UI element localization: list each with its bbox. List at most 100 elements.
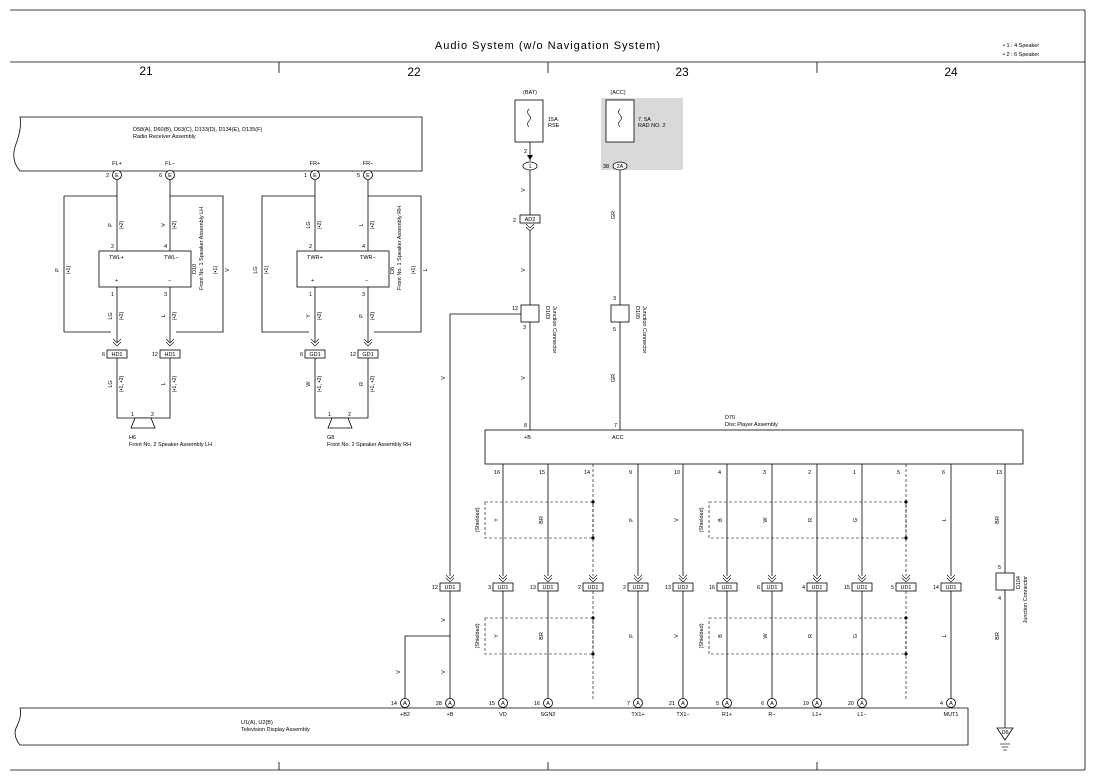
ud-chev-5 xyxy=(678,574,688,580)
spk-0-mid-right-note: (•2) xyxy=(172,312,178,321)
spk-1-mid-right-note: (•2) xyxy=(370,312,376,321)
column-24: 24 xyxy=(944,65,958,79)
tv-pin-6-letter: A xyxy=(725,701,729,707)
shield-dot-top-0 xyxy=(591,500,595,504)
spk-0-loop-left xyxy=(63,195,117,333)
ud-low-color-1: Y xyxy=(494,634,500,638)
tv-pin-label-5: TX1− xyxy=(676,712,689,718)
disc-pin-8: 8 xyxy=(524,423,527,429)
spk-1-rear-pin2: 2 xyxy=(348,412,351,418)
spk-0-rear-right xyxy=(149,402,171,419)
spk-0-loop-right-color: V xyxy=(225,268,231,272)
spk-0-low-right-note: (•1, •2) xyxy=(172,375,178,392)
speaker-d10-name: Front No. 1 Speaker Assembly LH xyxy=(199,207,205,290)
disc-up-color-8: G xyxy=(853,518,859,522)
spk-1-mid-left-note: (•2) xyxy=(317,312,323,321)
bat-color-2: V xyxy=(521,268,527,272)
junction-d103-pin12: 12 xyxy=(512,306,518,312)
wires xyxy=(63,142,1006,708)
radio-pin-label-1: FL− xyxy=(165,161,175,167)
ud-chev-11 xyxy=(946,577,956,583)
tv-pin-5 xyxy=(678,698,688,708)
ud-low-color-6: B xyxy=(718,634,724,638)
disc-pin-num-4: 10 xyxy=(674,470,680,476)
disc-pin-num-6: 3 xyxy=(763,470,766,476)
fuse-bat-name: RSE xyxy=(548,123,560,129)
ud-v-2: V xyxy=(441,670,447,674)
fuse-bat-icon xyxy=(527,108,531,128)
ud-low-color-5: V xyxy=(674,634,680,638)
fuse-acc-pin: 38 xyxy=(603,164,609,170)
tv-pin-num-10: 4 xyxy=(940,701,943,707)
ud-conn-5-label: UD2 xyxy=(677,585,688,591)
b2-branch xyxy=(404,635,450,700)
fuse-bat-supply: (BAT) xyxy=(523,90,537,96)
shield-label-2: (Shielded) xyxy=(699,507,705,532)
shield-dot-top-3 xyxy=(904,616,908,620)
fuse-bat-pin: 2 xyxy=(524,149,527,155)
disc-pin-num-11: 13 xyxy=(996,470,1002,476)
tv-name: Television Display Assembly xyxy=(241,727,310,733)
tv-pin-7 xyxy=(767,698,777,708)
shield-box-1 xyxy=(484,617,594,655)
tv-pin-8-letter: A xyxy=(815,701,819,707)
disc-pin-num-0: 16 xyxy=(494,470,500,476)
radio-pin-0-letter: E xyxy=(115,173,119,179)
speaker-d8-id: D8 xyxy=(390,267,396,274)
tv-pin-3-letter: A xyxy=(546,701,550,707)
ud-chev-8 xyxy=(812,577,822,583)
speaker-d8-minus: − xyxy=(365,278,368,284)
disc-name: Disc Player Assembly xyxy=(725,422,778,428)
tv-pin-num-9: 20 xyxy=(848,701,854,707)
spk-0-mid-right-color: L xyxy=(161,314,167,317)
note-2: • 2 : 6 Speaker xyxy=(1003,52,1039,58)
ground-label: D6 xyxy=(1001,730,1008,736)
spk-1-up-right-note: (•2) xyxy=(370,221,376,230)
radio-pin-label-3: FR− xyxy=(363,161,374,167)
radio-pin-1-letter: E xyxy=(168,173,172,179)
ud-chev-6 xyxy=(722,577,732,583)
disc-pin-7: 7 xyxy=(614,423,617,429)
disc-up-color-0: Y xyxy=(494,518,500,522)
junction-d104-pin5: 5 xyxy=(998,565,1001,571)
bat-color-3: V xyxy=(521,376,527,380)
speaker-d10-minus: − xyxy=(168,278,171,284)
junction-d103-pin3: 3 xyxy=(523,325,526,331)
ud-conn-2-num: 13 xyxy=(530,585,536,591)
hd-conn-0-num: 6 xyxy=(102,352,105,358)
disc-acc-label: ACC xyxy=(612,435,624,441)
spk-0-up-left-color: P xyxy=(108,223,114,227)
speaker-d8-neg: TWR− xyxy=(360,255,376,261)
junction-d103-name: Junction Connector xyxy=(551,306,557,354)
radio-pin-3 xyxy=(363,170,373,180)
ud-chev-10 xyxy=(901,574,911,580)
ud-low-color-2: BR xyxy=(539,632,545,640)
tv-pin-6 xyxy=(722,698,732,708)
ad2-pin: 2 xyxy=(513,218,516,224)
spk-1-up-left-note: (•2) xyxy=(317,221,323,230)
disc-pin-num-7: 2 xyxy=(808,470,811,476)
radio-name: Radio Receiver Assembly xyxy=(133,134,196,140)
shield-dot-top-2 xyxy=(904,500,908,504)
ud-chev-3 xyxy=(588,574,598,580)
disc-b-label: +B xyxy=(524,435,531,441)
branch-color: V xyxy=(441,376,447,380)
ud-chev-8 xyxy=(812,574,822,580)
ad2-chev xyxy=(525,223,535,229)
ud-conn-3-num: 2 xyxy=(578,585,581,591)
junction-d104-box xyxy=(995,572,1015,591)
tv-pin-4-letter: A xyxy=(636,701,640,707)
disc-up-color-1: BR xyxy=(539,516,545,524)
shield-label-0: (Shielded) xyxy=(475,507,481,532)
ud-chev-3 xyxy=(588,577,598,583)
ad2-box xyxy=(519,214,541,224)
junction-d105-id: D105 xyxy=(634,306,640,319)
spk-0-chev-l xyxy=(112,338,122,344)
spk-1-pin1: 1 xyxy=(309,292,312,298)
radio-pin-num-3: 5 xyxy=(357,173,360,179)
tv-pin-label-7: R− xyxy=(768,712,775,718)
radio-pin-num-0: 2 xyxy=(106,173,109,179)
spk-1-low-right-color: R xyxy=(359,382,365,386)
tv-pin-num-1: 28 xyxy=(436,701,442,707)
junction-d104-pin4: 4 xyxy=(998,596,1001,602)
